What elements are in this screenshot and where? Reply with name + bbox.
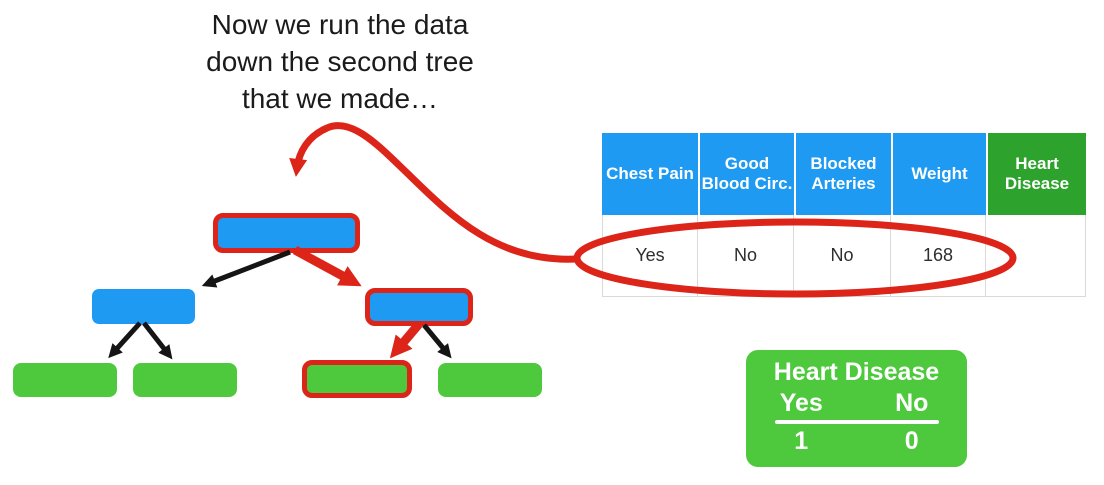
patient-data-table: Chest Pain Good Blood Circ. Blocked Arte… (602, 133, 1086, 297)
arrow-root-to-right-child-highlighted (292, 246, 362, 287)
tree-left-child-node (92, 289, 195, 324)
col-header-blocked-arteries: Blocked Arteries (794, 133, 891, 215)
col-header-weight: Weight (891, 133, 986, 215)
summary-divider-line (774, 420, 939, 424)
slide-title: Now we run the data down the second tree… (206, 9, 474, 114)
col-header-heart-disease: Heart Disease (986, 133, 1086, 215)
heart-disease-summary-box: Heart Disease Yes No 1 0 (746, 350, 967, 467)
arrow-root-to-left-child (201, 249, 291, 288)
col-header-good-blood-circ: Good Blood Circ. (698, 133, 794, 215)
tree-leaf-node-3-highlighted (302, 360, 412, 398)
summary-label-yes: Yes (779, 389, 823, 417)
cell-heart-disease-empty (986, 215, 1086, 297)
arrow-left-child-to-leaf-2 (142, 321, 173, 360)
col-header-chest-pain: Chest Pain (602, 133, 698, 215)
table-header-row: Chest Pain Good Blood Circ. Blocked Arte… (602, 133, 1086, 215)
cell-weight: 168 (891, 215, 986, 297)
summary-label-no: No (895, 389, 929, 417)
arrow-left-child-to-leaf-1 (108, 321, 142, 359)
summary-value-no: 0 (904, 427, 919, 455)
arrow-right-child-to-leaf-4 (422, 323, 452, 359)
summary-values: 1 0 (746, 425, 967, 457)
cell-chest-pain: Yes (602, 215, 698, 297)
summary-title: Heart Disease (773, 358, 940, 386)
tree-leaf-node-2 (133, 363, 237, 397)
table-data-row: Yes No No 168 (602, 215, 1086, 297)
tree-root-node-highlighted (213, 213, 360, 253)
tree-right-child-node-highlighted (365, 288, 473, 326)
arrow-right-child-to-leaf-3-highlighted (389, 321, 423, 359)
summary-value-yes: 1 (794, 427, 809, 455)
cell-blocked-arteries: No (794, 215, 891, 297)
summary-column-labels: Yes No (746, 387, 967, 419)
cell-good-blood-circ: No (698, 215, 794, 297)
tree-leaf-node-1 (13, 363, 117, 397)
tree-leaf-node-4 (438, 363, 542, 397)
